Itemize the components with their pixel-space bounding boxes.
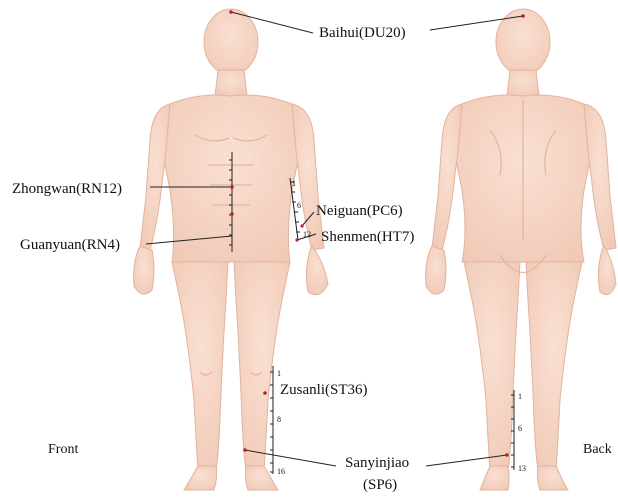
guanyuan-point	[230, 212, 234, 216]
baihui-point-back	[521, 14, 525, 18]
sanyinjiao-code-label: (SP6)	[363, 477, 397, 493]
baihui-point-front	[229, 10, 233, 14]
sanyinjiao-point-front	[243, 448, 247, 452]
front-leg-tick-8: 8	[277, 415, 281, 424]
zhongwan-label: Zhongwan(RN12)	[12, 181, 122, 197]
front-leg-tick-16: 16	[277, 467, 285, 476]
back-view-label: Back	[583, 442, 612, 457]
front-view-label: Front	[48, 442, 78, 457]
back-body-figure	[426, 9, 616, 490]
neiguan-label: Neiguan(PC6)	[316, 203, 403, 219]
forearm-tick-1: 1	[292, 179, 296, 188]
forearm-tick-6: 6	[297, 201, 301, 210]
front-leg-tick-1: 1	[277, 369, 281, 378]
back-leg-tick-13: 13	[518, 464, 526, 473]
baihui-label: Baihui(DU20)	[319, 25, 406, 41]
guanyuan-label: Guanyuan(RN4)	[20, 237, 120, 253]
back-leg-tick-6: 6	[518, 424, 522, 433]
sanyinjiao-label: Sanyinjiao	[345, 455, 409, 471]
shenmen-point	[295, 238, 298, 241]
sanyinjiao-point-back	[505, 453, 509, 457]
neiguan-point	[300, 224, 303, 227]
front-leg-scale	[270, 366, 273, 474]
shenmen-label: Shenmen(HT7)	[321, 229, 414, 245]
zusanli-point	[263, 391, 267, 395]
front-body-figure	[134, 9, 328, 490]
back-leg-tick-1: 1	[518, 392, 522, 401]
zusanli-label: Zusanli(ST36)	[280, 382, 368, 398]
zhongwan-point	[230, 185, 234, 189]
